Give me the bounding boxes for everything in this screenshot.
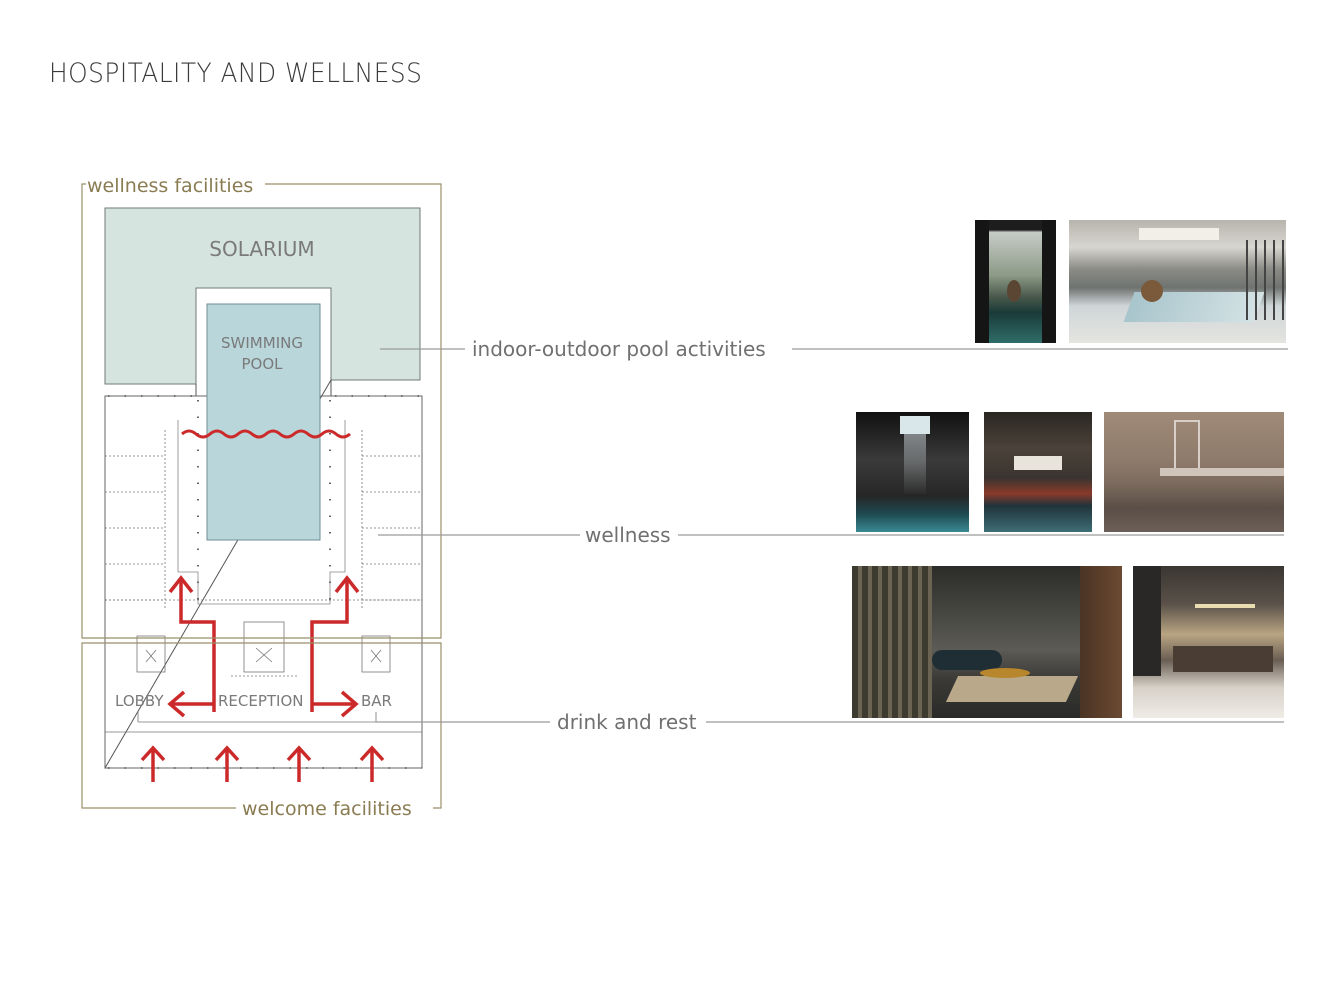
callout-pool: indoor-outdoor pool activities [472,337,766,361]
callout-leader-lines [376,348,1288,723]
solarium-label: SOLARIUM [209,237,314,261]
welcome-facilities-label: welcome facilities [242,798,412,820]
facade-ticks [108,395,422,769]
solarium-area [104,207,421,385]
swimming-pool [206,303,321,541]
callout-drink-rest: drink and rest [557,710,697,734]
lobby-label: LOBBY [115,692,164,710]
pool-courtyard [177,420,346,605]
lounge-photo [852,566,1122,718]
circulation-arrows [140,575,385,782]
pool-photo-vertical [975,220,1056,343]
pool-label-line1: SWIMMING [221,334,303,352]
reception-photo [1133,566,1284,718]
wellness-facilities-frame [81,183,442,639]
page-title: HOSPITALITY AND WELLNESS [49,58,423,89]
wave-divider [181,429,351,439]
service-cores [105,599,422,733]
reception-label: RECEPTION [218,692,304,710]
wellness-facilities-label: wellness facilities [87,175,253,197]
welcome-facilities-frame [81,642,442,809]
bar-label: BAR [361,692,392,710]
wellness-photo-loungers [984,412,1092,532]
pool-photo-hall [1069,220,1286,343]
wellness-photo-skylight [856,412,969,532]
wellness-photo-bath [1104,412,1284,532]
callout-wellness: wellness [585,523,671,547]
pool-label-line2: POOL [241,355,283,373]
